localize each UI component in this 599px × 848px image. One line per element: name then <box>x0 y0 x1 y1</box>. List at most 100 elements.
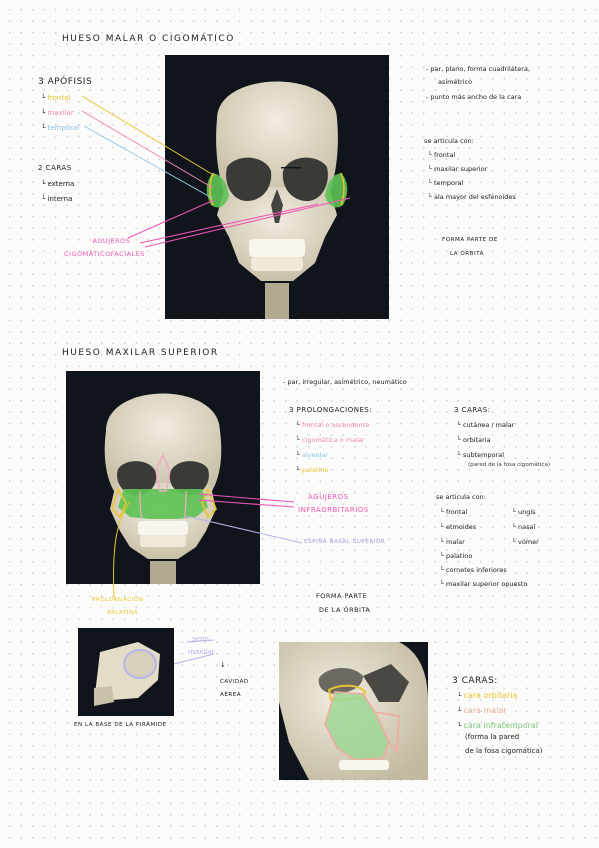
props1-item: - punto más ancho de la cara <box>426 93 522 101</box>
caras2-item: └ subtemporal <box>457 451 505 459</box>
caras2-item: └ cutánea / malar <box>457 421 515 429</box>
agujeros-line1: AGUJEROS <box>92 237 131 245</box>
caras3-malar: cara malar <box>463 706 507 715</box>
articula1-temporal: temporal <box>433 179 464 187</box>
skull-illustration <box>206 81 377 319</box>
caras3-orbitaria: cara orbitaria <box>463 691 518 700</box>
forma1-line1: FORMA PARTE DE <box>442 237 498 243</box>
articula2-item: └ vómer <box>512 538 539 546</box>
caras2-cutanea: cutánea / malar <box>462 421 515 429</box>
espina-nasal-label: ESPINA nasal superior <box>304 539 386 545</box>
caras-heading: 2 CARAS <box>38 164 72 172</box>
articula2-heading: se articula con: <box>436 493 486 501</box>
seno-line2: maxilar <box>188 648 215 656</box>
caras3-note-line2: de la fosa cigomática) <box>465 747 543 755</box>
articula2-item: └ frontal <box>440 508 468 516</box>
prolongacion-item: └ cigomática o malar <box>296 436 365 444</box>
caras-item: └ interna <box>41 195 73 203</box>
agujeros-infraorbitarios: AGUJEROS INFRAORBITARIOS <box>298 494 369 514</box>
prolongacion-alveolar: alveolar <box>301 451 329 459</box>
apofisis-item: └ frontal <box>41 94 71 102</box>
articula2-frontal: frontal <box>445 508 468 516</box>
articula2-item: └ maxilar superior opuesto <box>440 580 528 588</box>
props1-text: par, plano, forma cuadrilátera, <box>430 65 531 73</box>
cavidad-line1: CAVIDAD <box>220 679 249 685</box>
prolongacion-item: └ alveolar <box>296 451 329 459</box>
caras2-orbitaria: orbitaria <box>462 436 491 444</box>
apofisis-maxilar: maxilar <box>47 109 74 117</box>
props1-item: - par, plano, forma cuadrilátera, <box>426 65 531 73</box>
agujeros-cigomaticofaciales: AGUJEROS CIGOMÁTICOFACIALES <box>64 237 145 257</box>
arrow-down-icon: ↓ <box>220 661 226 669</box>
skull-illustration <box>104 393 222 584</box>
agujeros-line2: CIGOMÁTICOFACIALES <box>64 249 145 258</box>
prolongacion-palatina-line1: PROLONGACIÓN <box>92 597 144 603</box>
agujeros2-line1: AGUJEROS <box>308 493 349 501</box>
caras3-infratemporal: cara infratemporal <box>463 721 539 730</box>
articula2-malar: malar <box>445 538 465 546</box>
seno-maxilar-label: seno maxilar <box>188 636 214 656</box>
cavidad-line2: AÉREA <box>220 691 242 698</box>
articula1-item: └ ala mayor del esfenoides <box>428 193 516 201</box>
articula2-ungis: ungis <box>517 508 536 516</box>
base-piramide-label: EN LA BASE DE LA PIRÁMIDE <box>74 722 167 728</box>
caras-interna: interna <box>47 195 73 203</box>
cavidad-aerea-label: CAVIDAD AÉREA <box>220 679 249 698</box>
articula2-item: └ cornetes inferiores <box>440 566 507 574</box>
articula2-palatino: palatino <box>445 552 473 560</box>
prolongaciones-heading: 3 PROLONGACIONES: <box>289 406 373 414</box>
skull-image-frontal <box>165 55 389 319</box>
caras3-note-line1: (forma la pared <box>465 733 520 741</box>
caras2-note: (pared de la fosa cigomática) <box>468 462 551 468</box>
articula2-vomer: vómer <box>517 538 539 546</box>
articula2-item: └ malar <box>440 538 465 546</box>
caras-externa: externa <box>47 180 75 188</box>
caras-item: └ externa <box>41 180 75 188</box>
apofisis-frontal: frontal <box>47 94 71 102</box>
props2-item: - par, irregular, asimétrico, neumático <box>283 378 407 386</box>
caras2-item: └ orbitaria <box>457 436 491 444</box>
articula1-item: └ temporal <box>428 179 464 187</box>
skull-image-lateral <box>279 642 428 780</box>
articula1-item: └ maxilar superior <box>428 165 488 173</box>
articula1-item: └ frontal <box>428 151 456 159</box>
apofisis-heading: 3 APÓFISIS <box>38 77 93 87</box>
section2-title: HUESO MAXILAR SUPERIOR <box>62 348 219 358</box>
agujeros2-line2: INFRAORBITARIOS <box>298 506 369 514</box>
maxilla-illustration <box>94 642 160 706</box>
props1-text: punto más ancho de la cara <box>430 93 522 101</box>
caras3-item: └ cara malar <box>457 706 507 715</box>
articula1-heading: se articula con: <box>424 137 474 145</box>
seno-line1: seno <box>192 635 209 643</box>
prolongacion-palatina-line2: PALATINA <box>107 609 138 616</box>
prolongacion-palatino: palatino <box>301 466 329 474</box>
caras3-item: └ cara infratemporal <box>457 721 539 730</box>
caras3-item: └ cara orbitaria <box>457 691 518 700</box>
caras2-subtemporal: subtemporal <box>462 451 505 459</box>
skull-image-maxilar <box>66 371 260 584</box>
props2-text: par, irregular, asimétrico, neumático <box>287 378 407 386</box>
apofisis-item: └ temporal <box>41 124 80 132</box>
apofisis-temporal: temporal <box>47 124 80 132</box>
articula1-maxilar: maxilar superior <box>433 165 488 173</box>
articula2-etmoides: etmoides <box>445 523 477 531</box>
caras3-heading: 3 CARAS: <box>452 676 498 686</box>
articula2-item: └ nasal <box>512 523 536 531</box>
maxilla-sinus-image <box>78 628 174 716</box>
forma1-line2: LA ÓRBITA <box>450 251 484 257</box>
articula1-frontal: frontal <box>433 151 456 159</box>
prolongacion-cigomatica: cigomática o malar <box>301 436 365 444</box>
caras2-heading: 3 CARAS: <box>454 406 491 414</box>
articula2-cornetes: cornetes inferiores <box>445 566 507 574</box>
forma2-line1: FORMA PARTE <box>316 592 368 600</box>
prolongacion-palatina-label: PROLONGACIÓN PALATINA <box>92 597 144 616</box>
prolongacion-item: └ palatino <box>296 466 329 474</box>
skull-lateral-illustration <box>279 642 428 780</box>
forma2-line2: DE LA ÓRBITA <box>319 606 371 614</box>
articula2-item: └ palatino <box>440 552 473 560</box>
articula1-esfenoides: ala mayor del esfenoides <box>433 193 516 201</box>
apofisis-item: └ maxilar <box>41 109 74 117</box>
prolongacion-item: └ frontal o ascendente <box>296 421 370 429</box>
articula2-item: └ etmoides <box>440 523 477 531</box>
articula2-item: └ ungis <box>512 508 536 516</box>
